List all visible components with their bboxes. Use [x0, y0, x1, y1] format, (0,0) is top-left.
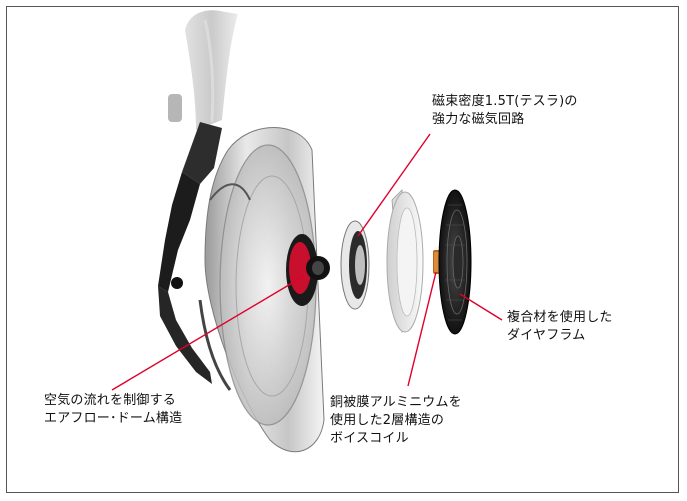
hanger-arm [158, 122, 222, 384]
callout-airflow-line2: エアフロー･ドーム構造 [44, 411, 183, 426]
callout-magnet-line1: 磁束密度1.5T(テスラ)の [432, 94, 578, 109]
leader-line-airflow [111, 275, 305, 391]
callout-voicecoil-line1: 銅被膜アルミニウムを [330, 395, 462, 410]
callout-diaphragm-line1: 複合材を使用した [507, 310, 613, 325]
callout-voicecoil: 銅被膜アルミニウムを 使用した2層構造の ボイスコイル [330, 394, 462, 448]
magnet-circuit [340, 220, 370, 310]
leader-line-voicecoil [407, 271, 437, 387]
callout-voicecoil-line2: 使用した2層構造の [330, 413, 445, 428]
callout-magnet-line2: 強力な磁気回路 [432, 112, 525, 127]
leader-lines [111, 133, 503, 391]
leader-line-magnet [357, 133, 431, 237]
diaphragm [438, 189, 472, 335]
callout-voicecoil-line3: ボイスコイル [330, 431, 409, 446]
callout-airflow-line1: 空気の流れを制御する [44, 393, 177, 408]
driver-frame-ring [386, 189, 424, 334]
headband [168, 10, 238, 130]
ear-cup [198, 127, 330, 453]
callout-diaphragm: 複合材を使用した ダイヤフラム [507, 309, 613, 345]
airflow-dome [286, 234, 330, 306]
callout-magnet: 磁束密度1.5T(テスラ)の 強力な磁気回路 [432, 93, 578, 129]
callout-airflow: 空気の流れを制御する エアフロー･ドーム構造 [44, 392, 182, 428]
callout-diaphragm-line2: ダイヤフラム [507, 328, 586, 343]
leader-line-diaphragm [459, 293, 503, 321]
